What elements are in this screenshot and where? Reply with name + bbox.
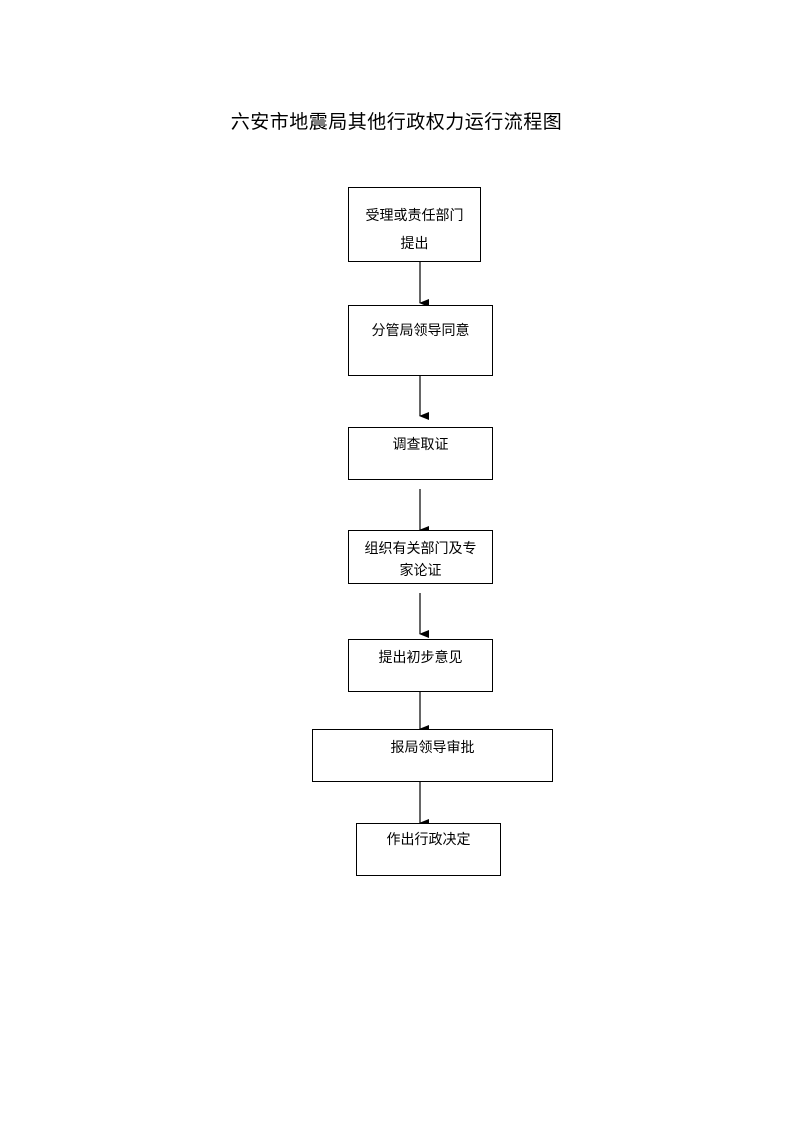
step-label: 组织有关部门及专 — [364, 541, 477, 557]
step-label: 受理或责任部门 — [365, 208, 464, 224]
step-label: 家论证 — [399, 563, 442, 579]
step-label: 提出初步意见 — [378, 650, 463, 666]
step-investigation: 调查取证 — [348, 427, 493, 480]
step-label: 提出 — [400, 236, 429, 252]
step-label: 分管局领导同意 — [371, 323, 470, 339]
page-title: 六安市地震局其他行政权力运行流程图 — [230, 111, 563, 133]
step-label: 调查取证 — [392, 437, 449, 453]
step-label: 报局领导审批 — [390, 740, 475, 756]
step-accept-or-propose: 受理或责任部门 提出 — [348, 187, 481, 262]
step-administrative-decision: 作出行政决定 — [356, 823, 501, 876]
step-submit-for-approval: 报局领导审批 — [312, 729, 553, 782]
step-expert-review: 组织有关部门及专 家论证 — [348, 530, 493, 584]
step-preliminary-opinion: 提出初步意见 — [348, 639, 493, 692]
step-label: 作出行政决定 — [386, 832, 471, 848]
step-leader-approval: 分管局领导同意 — [348, 305, 493, 376]
